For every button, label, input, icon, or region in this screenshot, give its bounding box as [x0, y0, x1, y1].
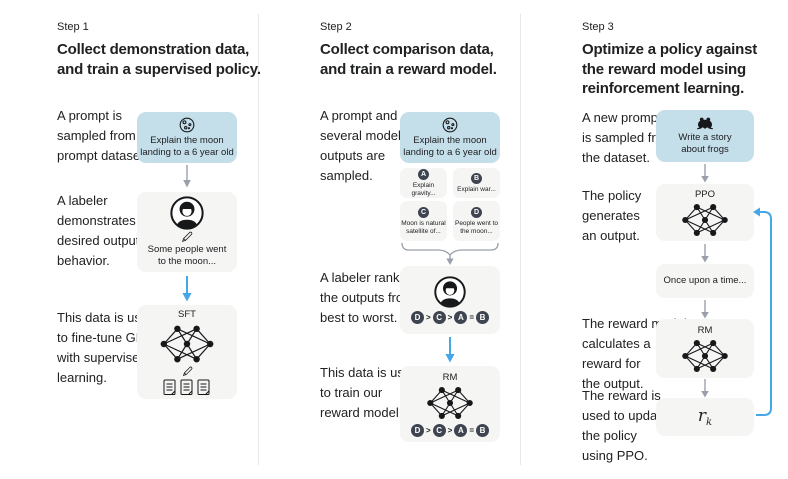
- arrow-down-blue-icon: [180, 276, 194, 303]
- step3-reward-box: rk: [656, 398, 754, 436]
- output-card-b: B Explain war...: [453, 168, 500, 198]
- neural-network-icon: [424, 386, 476, 420]
- output-card-c: C Moon is natural satellite of...: [400, 201, 447, 241]
- sft-label: SFT: [178, 308, 196, 320]
- step2-title: Collect comparison data, and train a rew…: [320, 41, 497, 78]
- moon-icon: [178, 116, 196, 134]
- rank-badge: A: [454, 311, 468, 324]
- neural-network-icon: [158, 324, 216, 364]
- rank-badge: D: [410, 423, 424, 437]
- brace-merge-arrow-icon: [400, 243, 500, 266]
- output-card-text: People went to the moon...: [454, 219, 498, 235]
- letter-badge: A: [418, 168, 429, 180]
- rank-separator: >: [447, 313, 453, 322]
- arrow-down-gray-icon: [699, 300, 711, 320]
- arrow-down-gray-icon: [699, 164, 711, 184]
- step2-prompt-text: Explain the moon landing to a 6 year old: [403, 134, 497, 159]
- documents-icon: [163, 379, 211, 396]
- step3-prompt-text: Write a story about frogs: [678, 131, 732, 156]
- column-divider: [258, 14, 259, 465]
- reward-symbol: rk: [697, 406, 713, 428]
- rank-badge: B: [476, 423, 489, 437]
- arrow-down-gray-icon: [699, 244, 711, 264]
- neural-network-icon: [679, 203, 731, 237]
- step2-caption-data: This data is used to train our reward mo…: [320, 365, 418, 420]
- arrow-down-blue-icon: [443, 337, 457, 364]
- step1-title: Collect demonstration data, and train a …: [57, 41, 261, 78]
- step3-rm-box: RM: [656, 319, 754, 378]
- rank-separator: =: [469, 425, 474, 435]
- step2-rm-box: RM D>C>A=B: [400, 366, 500, 442]
- output-card-a: A Explain gravity...: [400, 168, 447, 198]
- rank-separator: >: [447, 425, 453, 435]
- step1-demonstration-text: Some people went to the moon...: [147, 243, 227, 268]
- rank-badge: D: [410, 311, 424, 324]
- moon-icon: [441, 116, 459, 134]
- feedback-loop-arrow-icon: [752, 202, 778, 424]
- rm-label: RM: [442, 371, 458, 383]
- step1-label: Step 1: [57, 21, 89, 33]
- step2-label: Step 2: [320, 21, 352, 33]
- step1-labeler-box: Some people went to the moon...: [137, 192, 237, 272]
- step3-ppo-box: PPO: [656, 184, 754, 241]
- step3-caption-reward-model: The reward model calculates a reward for…: [582, 316, 687, 391]
- step3-output-text: Once upon a time...: [663, 274, 747, 286]
- pencil-icon: [182, 366, 193, 377]
- step1-caption-prompt: A prompt is sampled from our prompt data…: [57, 108, 158, 163]
- ranking-row: D>C>A=B: [410, 423, 489, 437]
- rank-separator: =: [469, 313, 474, 322]
- step3-caption-policy: The policy generates an output.: [582, 188, 642, 243]
- ppo-label: PPO: [694, 188, 716, 200]
- ranking-row: D>C>A=B: [410, 311, 489, 324]
- arrow-down-gray-icon: [699, 379, 711, 399]
- output-card-d: D People went to the moon...: [453, 201, 500, 241]
- rank-badge: C: [432, 423, 446, 437]
- rank-badge: A: [454, 423, 468, 437]
- step2-caption-prompt: A prompt and several model outputs are s…: [320, 108, 401, 183]
- letter-badge: D: [471, 206, 482, 218]
- step1-prompt-text: Explain the moon landing to a 6 year old: [140, 134, 234, 159]
- letter-badge: C: [418, 206, 429, 218]
- step1-caption-labeler: A labeler demonstrates the desired outpu…: [57, 193, 157, 268]
- step3-output-box: Once upon a time...: [656, 264, 754, 298]
- step2-prompt-box: Explain the moon landing to a 6 year old: [400, 112, 500, 163]
- frog-icon: [695, 116, 715, 130]
- step1-sft-box: SFT: [137, 305, 237, 399]
- rank-badge: B: [476, 311, 489, 324]
- rank-separator: >: [425, 425, 431, 435]
- step3-label: Step 3: [582, 21, 614, 33]
- output-card-text: Explain gravity...: [411, 181, 436, 197]
- step3-prompt-box: Write a story about frogs: [656, 110, 754, 162]
- letter-badge: B: [471, 172, 482, 184]
- rank-badge: C: [432, 311, 446, 324]
- step3-caption-reward-update: The reward is used to update the policy …: [582, 388, 669, 463]
- labeler-avatar-icon: [434, 276, 466, 308]
- arrow-down-gray-icon: [181, 165, 193, 189]
- column-divider: [520, 14, 521, 465]
- rank-separator: >: [425, 313, 431, 322]
- neural-network-icon: [679, 339, 731, 373]
- output-card-text: Moon is natural satellite of...: [401, 219, 446, 235]
- pencil-icon: [181, 231, 193, 243]
- step2-labeler-box: D>C>A=B: [400, 266, 500, 334]
- output-card-text: Explain war...: [457, 185, 496, 193]
- labeler-avatar-icon: [170, 195, 204, 230]
- step1-prompt-box: Explain the moon landing to a 6 year old: [137, 112, 237, 163]
- rm-label: RM: [697, 324, 713, 336]
- step3-title: Optimize a policy against the reward mod…: [582, 41, 758, 97]
